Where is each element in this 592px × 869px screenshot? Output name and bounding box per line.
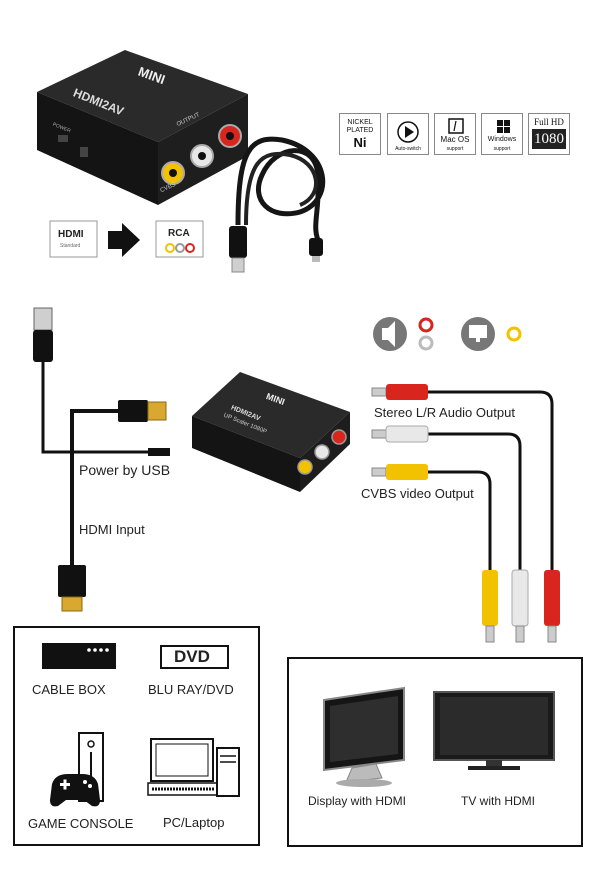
arrow-right-icon	[108, 223, 140, 257]
pc-laptop-icon	[147, 738, 240, 797]
game-console-label: GAME CONSOLE	[28, 816, 134, 831]
dvd-badge-label: DVD	[174, 647, 210, 666]
hdmi-icon-label: HDMI	[58, 229, 84, 240]
autoswitch-badge: Auto-switch	[387, 113, 429, 155]
game-console-icon	[50, 732, 104, 807]
rca-socket-yellow	[161, 161, 185, 185]
windows-logo-icon	[497, 120, 510, 133]
hdmi-standard-icon	[49, 220, 98, 258]
blu-ray-label: BLU RAY/DVD	[148, 682, 234, 697]
rca-socket-white	[190, 144, 214, 168]
monitor-indicator-icon	[461, 317, 495, 351]
tv-label: TV with HDMI	[461, 794, 536, 808]
full-hd-badge: Full HD 1080	[528, 113, 570, 155]
power-by-usb-label: Power by USB	[79, 462, 171, 478]
dvd-badge	[160, 645, 229, 669]
macos-badge: Mac OS support	[434, 113, 476, 155]
hdmi-icon-sublabel: Standard	[60, 243, 81, 249]
video-output-label: CVBS video Output	[361, 486, 474, 501]
speaker-icon	[373, 317, 407, 351]
micro-usb-plug	[309, 238, 323, 256]
usb-plug	[229, 226, 247, 258]
mac-face-icon	[448, 118, 464, 134]
rca-icon-label: RCA	[168, 228, 190, 239]
cable-box-label: CABLE BOX	[32, 682, 106, 697]
cable-box-icon	[42, 643, 116, 669]
product-photo	[37, 50, 326, 273]
play-icon	[397, 121, 419, 143]
hdmi-input-label: HDMI Input	[79, 522, 145, 537]
hdmi-monitor-icon	[323, 686, 405, 787]
hdmi-plug-bottom	[58, 565, 86, 597]
monitor-label: Display with HDMI	[308, 794, 407, 808]
audio-output-label: Stereo L/R Audio Output	[374, 405, 515, 420]
hdmi-plug-top	[118, 400, 148, 422]
windows-badge: Windows support	[481, 113, 523, 155]
tv-icon	[433, 691, 555, 770]
rca-socket-red	[218, 124, 242, 148]
pc-laptop-label: PC/Laptop	[163, 815, 225, 830]
nickel-plated-badge: NICKEL PLATED Ni	[339, 113, 381, 155]
